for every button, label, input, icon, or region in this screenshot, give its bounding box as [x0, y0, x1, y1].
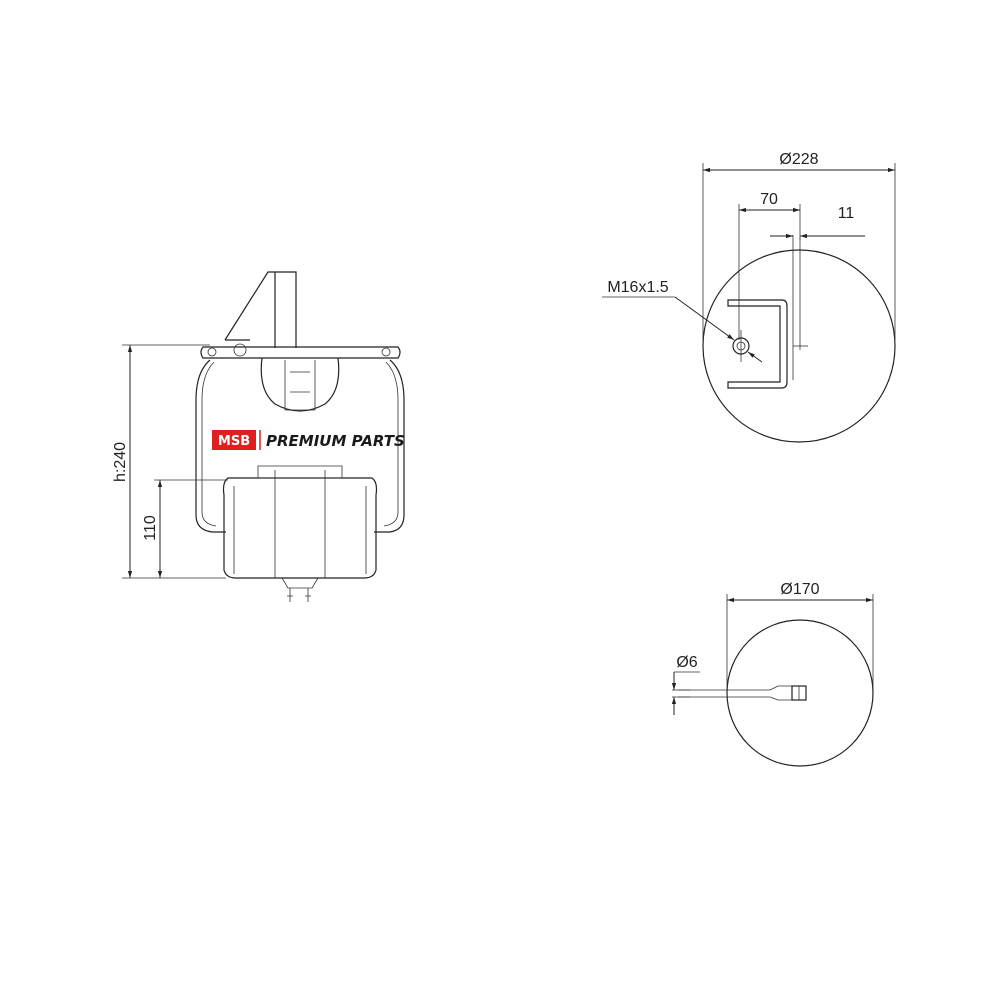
bellows-inner — [201, 361, 399, 527]
top-plate-hole-right — [381, 347, 391, 357]
bottom-diameter-label: Ø170 — [780, 581, 819, 598]
piston-cap — [257, 465, 343, 479]
piston-label: 110 — [142, 515, 159, 541]
top-plate-circle — [702, 249, 896, 443]
bellows-outline — [195, 359, 405, 533]
thread-label: M16x1.5 — [607, 279, 668, 296]
pin-label: Ø6 — [676, 654, 697, 671]
center-clamp — [260, 357, 340, 412]
offset-label: 70 — [760, 191, 778, 208]
top-diameter-label: Ø228 — [779, 151, 818, 168]
bolt-head — [233, 343, 247, 357]
brand-logo: MSB PREMIUM PARTS — [212, 430, 405, 450]
piston — [222, 477, 378, 579]
air-fitting — [678, 685, 792, 701]
height-label: h:240 — [112, 442, 129, 482]
piston-core — [274, 470, 326, 578]
bottom-view: Ø170 Ø6 — [671, 581, 874, 767]
height-dimension: h:240 — [112, 344, 226, 579]
u-bracket — [727, 299, 788, 389]
width-label: 11 — [838, 205, 855, 222]
piston-dimension: 110 — [142, 479, 228, 578]
top-plate-hole-left — [207, 347, 217, 357]
piston-wall — [233, 486, 367, 574]
bottom-plate-circle — [726, 619, 874, 767]
mounting-bracket — [224, 271, 297, 348]
top-plate — [200, 346, 401, 359]
clamp-detail — [284, 360, 316, 411]
logo-badge-text: MSB — [218, 434, 250, 449]
logo-text: PREMIUM PARTS — [266, 432, 405, 450]
logo-badge-bg — [212, 430, 256, 450]
top-view: Ø228 70 11 M16x1.5 — [602, 151, 896, 443]
bottom-studs — [281, 577, 319, 602]
side-view: MSB PREMIUM PARTS h:240 110 — [112, 271, 405, 602]
